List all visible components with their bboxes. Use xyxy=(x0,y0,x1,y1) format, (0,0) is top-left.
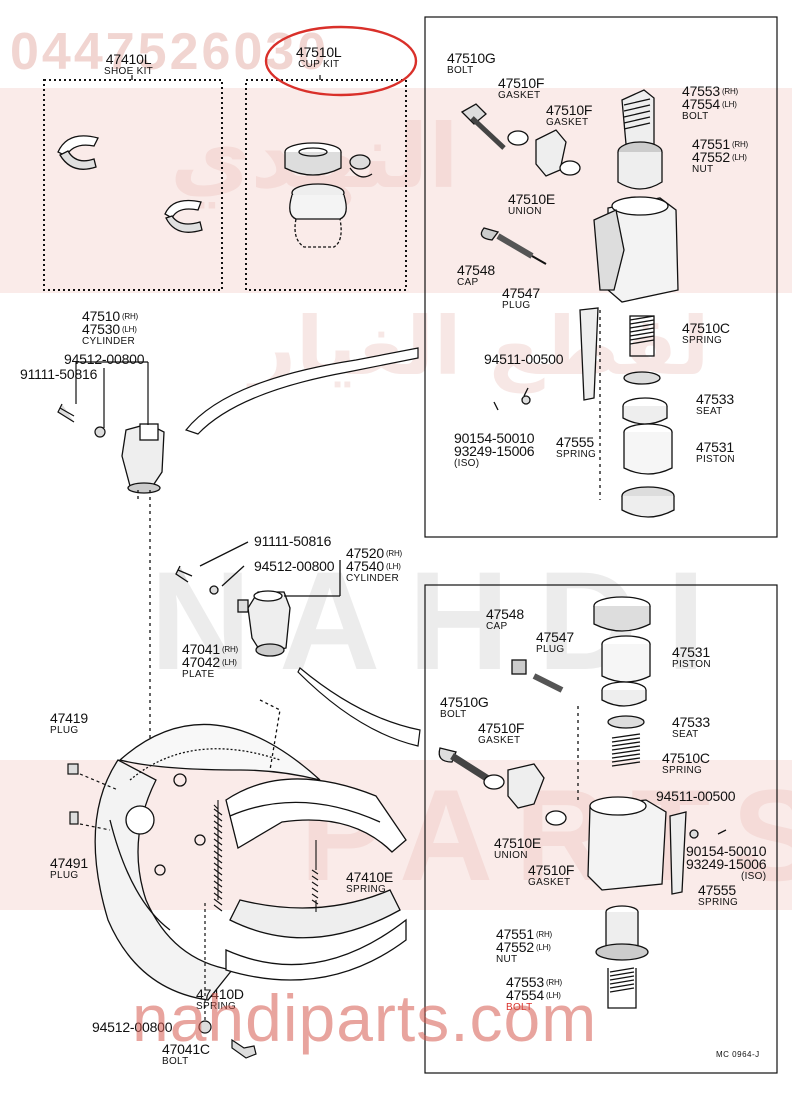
brake-line-upper xyxy=(184,347,419,435)
lower-right-cylinder xyxy=(438,596,727,1009)
label-clip-bottom: 94512-00800 xyxy=(92,1019,173,1035)
plugs-left xyxy=(67,763,119,831)
shoe-kit-box xyxy=(43,79,223,291)
cup-kit-box xyxy=(245,79,407,291)
bottom-bolt xyxy=(198,900,257,1059)
diagram-code: MC 0964-J xyxy=(716,1050,760,1059)
label-plate: 47041(RH) 47042(LH) PLATE xyxy=(182,641,239,680)
watermark-part-number: 0447526030 xyxy=(10,23,330,81)
label-r-clip: 94511-00500 xyxy=(484,351,564,367)
springs xyxy=(213,800,319,912)
small-bolt-left xyxy=(57,361,149,438)
label-r-nut-47551: 47551(RH) 47552(LH) NUT xyxy=(692,136,749,175)
label-b-clip: 94511-00500 xyxy=(656,788,736,804)
label-upper-cylinder: 47510(RH) 47530(LH) CYLINDER xyxy=(82,308,139,347)
watermark-site: nahdiparts.com xyxy=(132,981,598,1055)
upper-right-cylinder xyxy=(460,89,679,518)
brake-line-middle xyxy=(297,667,421,747)
cup-kit-highlight xyxy=(264,25,418,97)
middle-cylinder xyxy=(175,541,341,657)
lower-cylinder-frame xyxy=(424,584,778,1074)
label-bolt-mid: 91111-50816 xyxy=(254,533,332,549)
backing-plate xyxy=(94,699,321,1001)
label-clip-mid: 94512-00800 xyxy=(254,558,335,574)
upper-cylinder-frame xyxy=(424,16,778,538)
label-b-bolt-47553: 47553(RH) 47554(LH) BOLT xyxy=(506,974,563,1013)
label-bolt-left-top: 91111-50816 xyxy=(20,366,98,382)
brake-shoes xyxy=(225,778,407,981)
label-r-bolt-47553: 47553(RH) 47554(LH) BOLT xyxy=(682,83,739,122)
upper-left-cylinder xyxy=(121,423,165,760)
label-b-nut-47551: 47551(RH) 47552(LH) NUT xyxy=(496,926,553,965)
cup-kit-parts xyxy=(284,142,373,248)
label-clip-left-top: 94512-00800 xyxy=(64,351,145,367)
shoe-kit-clips xyxy=(57,135,203,233)
label-middle-cylinder: 47520(RH) 47540(LH) CYLINDER xyxy=(346,545,403,584)
